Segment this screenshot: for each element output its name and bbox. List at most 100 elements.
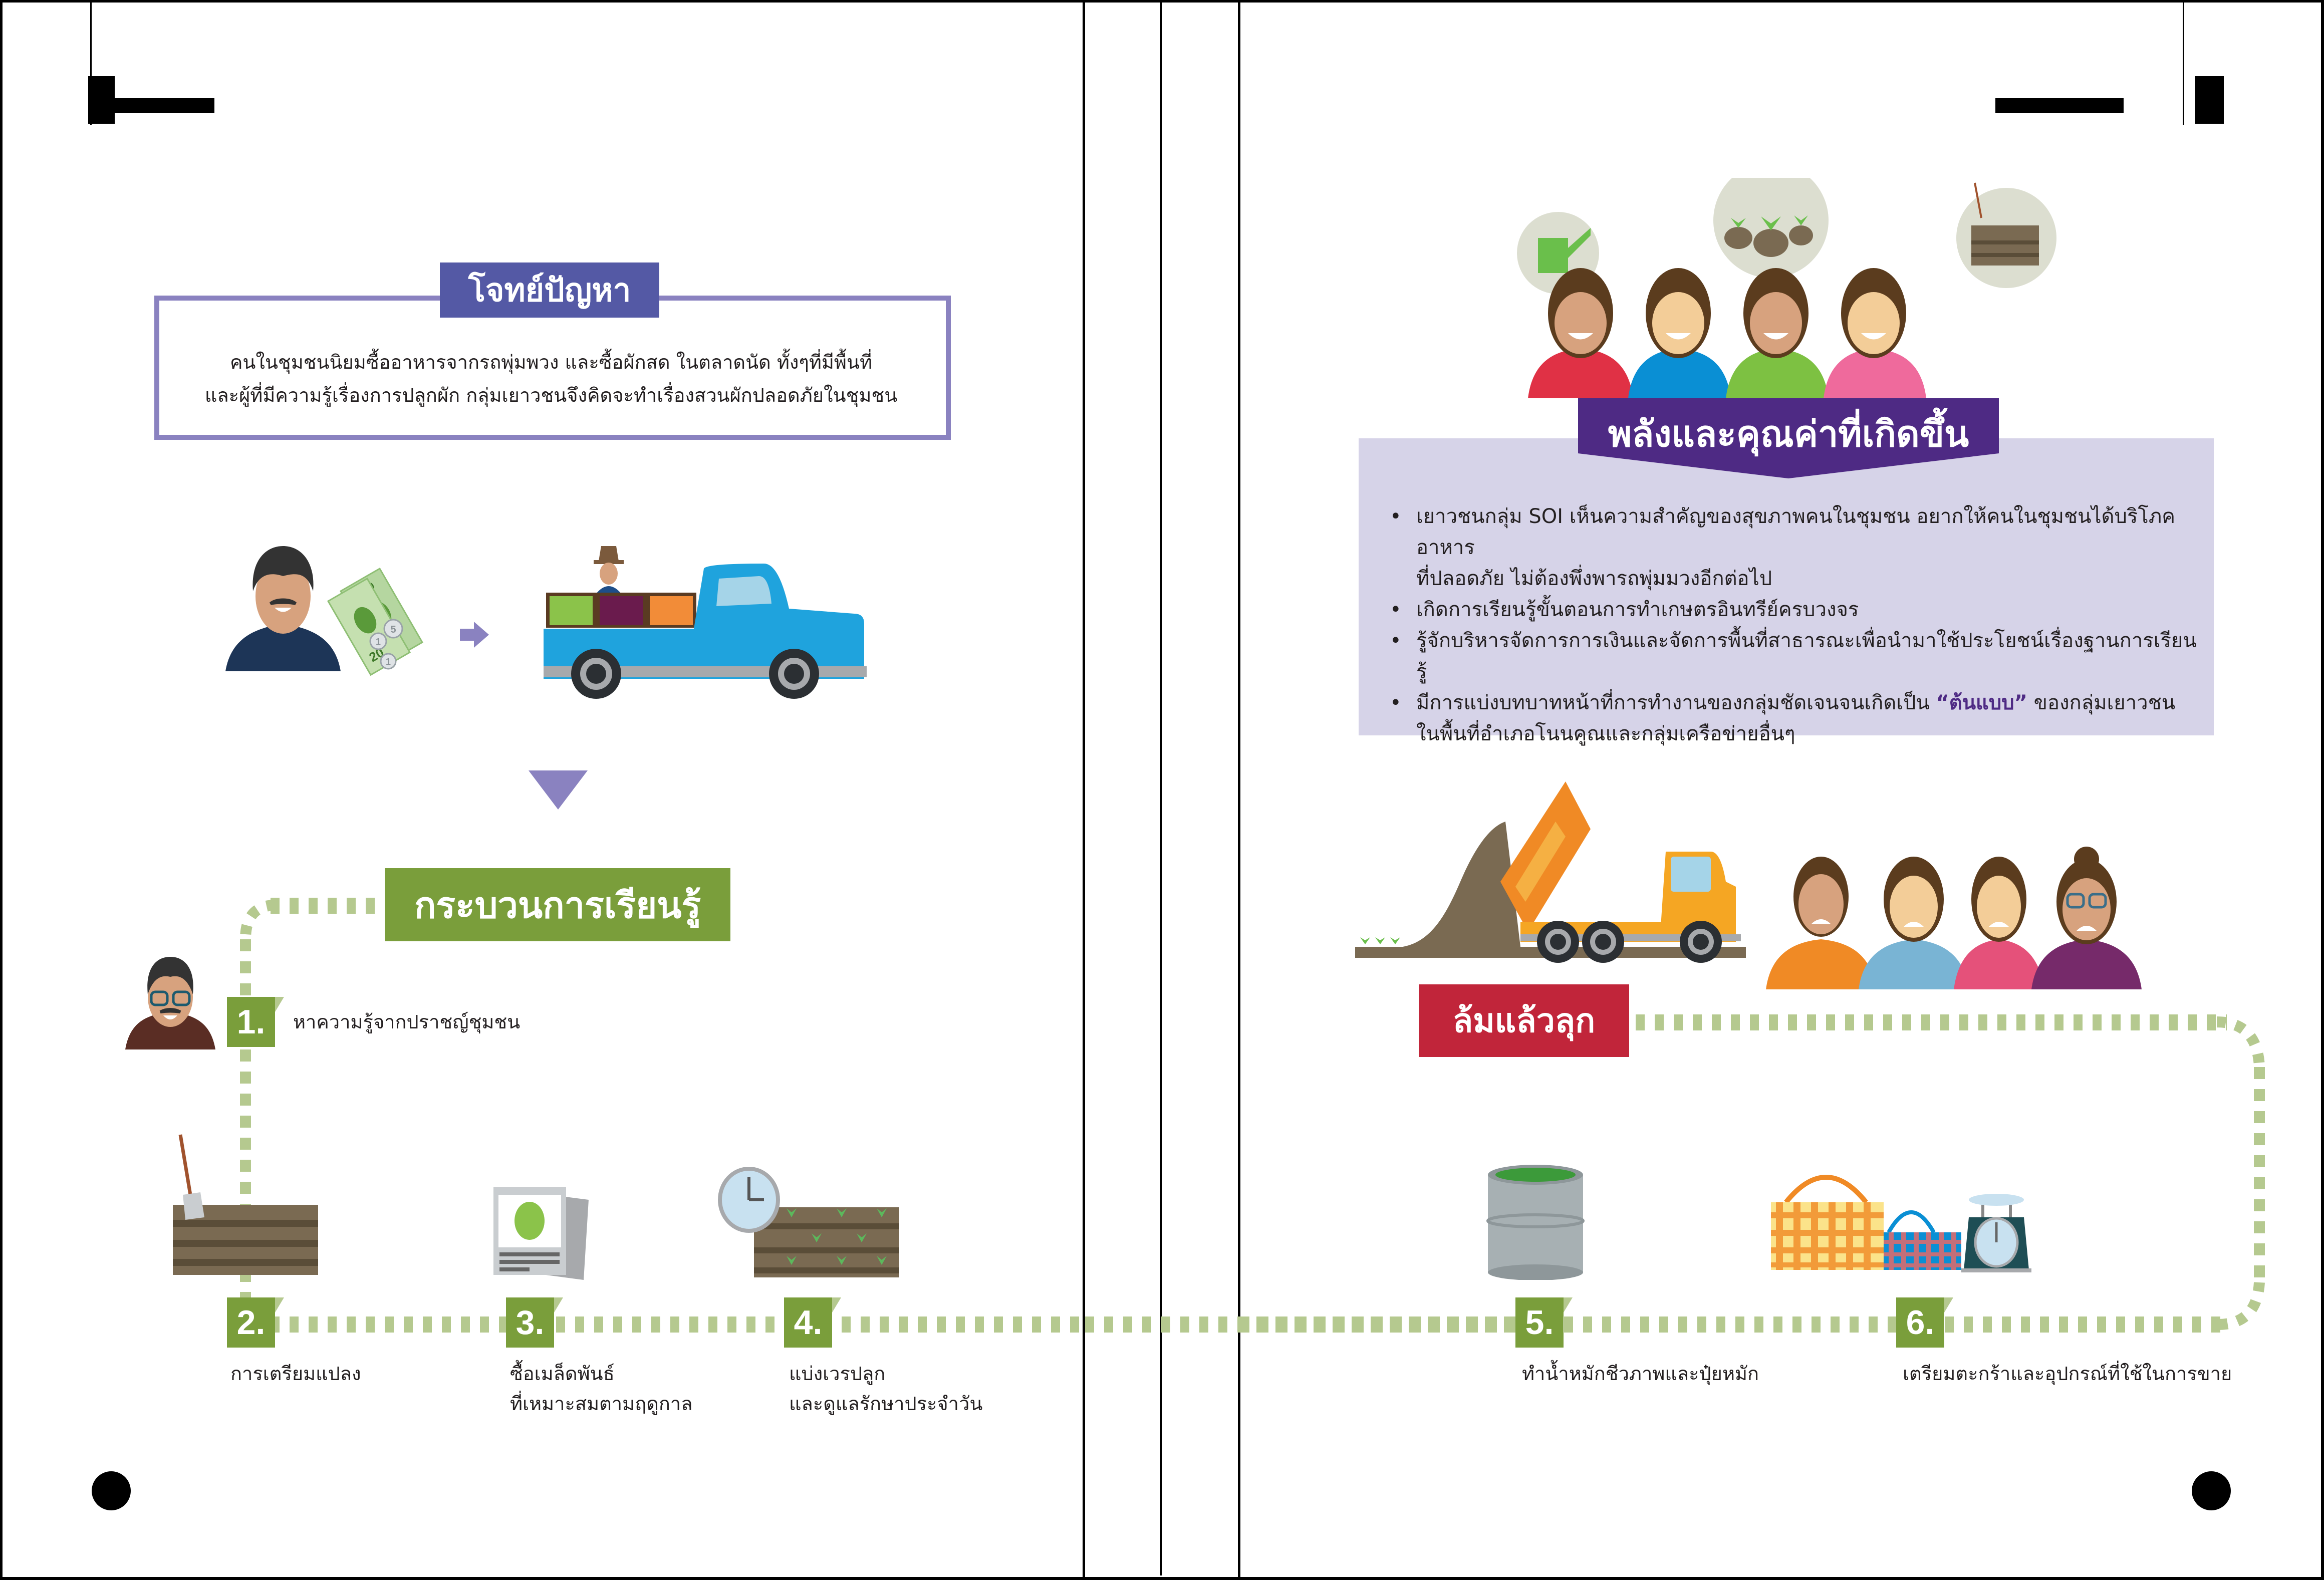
step-badge-6: 6. (1896, 1297, 1953, 1348)
problem-title-text: โจทย์ปัญหา (468, 272, 631, 309)
sad-person-orange (1766, 857, 1876, 989)
value-bullet-3: รู้จักบริหารจัดการการเงินและจัดการพื้นที… (1359, 625, 2205, 687)
man-hair (252, 546, 314, 591)
compost-barrel-icon (1486, 1165, 1585, 1280)
dump-wheel-1 (1537, 921, 1579, 963)
happy-team-illustration (1517, 178, 2056, 398)
person-green (1726, 268, 1829, 398)
farmer-icon (594, 546, 624, 594)
person-pink (1824, 268, 1926, 398)
learning-title-text: กระบวนการเรียนรู้ (414, 884, 701, 926)
garden-bed-shovel-icon (173, 1134, 318, 1275)
wheel-rear (571, 649, 621, 699)
coin-icon-1b: 1 (380, 653, 397, 670)
registration-dot-left (92, 1471, 131, 1510)
step-label-6: เตรียมตะกร้าและอุปกรณ์ที่ใช้ในการขาย (1903, 1363, 2232, 1385)
seedlings (1360, 937, 1400, 944)
value-title: พลังและคุณค่าที่เกิดขึ้น (1578, 403, 1999, 463)
learning-path-top (271, 898, 381, 914)
dump-wheel-2 (1582, 921, 1624, 963)
page-border-bottom (0, 1577, 2324, 1580)
seed-packet-icon (493, 1187, 589, 1280)
man-with-money-illustration: 100 20 5 1 1 (225, 546, 423, 676)
sad-person-blue (1859, 857, 1969, 989)
step-label-2: การเตรียมแปลง (230, 1363, 361, 1385)
step-label-5: ทำน้ำหมักชีวภาพและปุ๋ยหมัก (1522, 1363, 1759, 1385)
dump-wheel-3 (1680, 921, 1722, 963)
value-bullet-4: มีการแบ่งบทบาทหน้าที่การทำงานของกลุ่มชัด… (1359, 687, 2205, 749)
basket-scale-icon (1771, 1175, 2031, 1272)
step-badge-1: 1. (227, 997, 284, 1047)
problem-text-line-2: และผู้ที่มีความรู้เรื่องการปลูกผัก กลุ่ม… (204, 384, 898, 406)
page-border-right (2321, 0, 2324, 1580)
value-title-text: พลังและคุณค่าที่เกิดขึ้น (1608, 412, 1969, 455)
clock-seedlings-icon (718, 1167, 899, 1277)
value-bullet-list: เยาวชนกลุ่ม SOI เห็นความสำคัญของสุขภาพคน… (1359, 501, 2205, 749)
truck-body (544, 564, 864, 679)
step-label-1: หาความรู้จากปราชญ์ชุมชน (293, 1011, 521, 1033)
crop-mark-block-right (2195, 76, 2224, 124)
step-number-6: 6. (1906, 1303, 1935, 1342)
step-badge-5: 5. (1515, 1297, 1573, 1348)
wheel-front (769, 649, 819, 699)
pickup-truck-illustration (544, 546, 867, 699)
step-label-4: แบ่งเวรปลูก และดูแลรักษาประจำวัน (789, 1363, 983, 1415)
down-triangle-icon (529, 770, 588, 810)
step-number-2: 2. (236, 1303, 266, 1342)
dump-window (1671, 857, 1711, 892)
person-red (1528, 268, 1633, 398)
step-badge-4: 4. (784, 1297, 841, 1348)
recovery-path-top (1636, 1014, 2227, 1030)
soil-pile (1403, 822, 1520, 947)
recovery-path-vertical (2254, 1067, 2265, 1282)
step-number-3: 3. (515, 1303, 545, 1342)
recovery-path-bottom (1240, 1316, 2222, 1333)
thought-bubble-garden-bed (1956, 182, 2056, 288)
right-arrow-icon (460, 622, 489, 648)
crop-mark-vline-left (90, 0, 92, 125)
person-blue (1628, 268, 1731, 398)
problem-text: คนในชุมชนนิยมซื้ออาหารจากรถพุ่มพวง และซื… (165, 346, 937, 412)
sad-person-pink (1954, 857, 2044, 989)
scale-pan (1969, 1194, 2024, 1206)
value-bullet-1: เยาวชนกลุ่ม SOI เห็นความสำคัญของสุขภาพคน… (1359, 501, 2205, 594)
dump-truck-illustration (1355, 781, 1746, 963)
sad-person-purple (2031, 847, 2142, 989)
problem-title: โจทย์ปัญหา (440, 262, 659, 318)
problem-box (154, 296, 951, 440)
recovery-path-curve-top (2216, 1016, 2265, 1067)
crop-mark-bar-right (1995, 98, 2124, 113)
thought-bubble-seedlings (1713, 178, 1829, 278)
spine-line-left (1083, 0, 1085, 1580)
man-shirt (225, 626, 341, 671)
learning-path-horizontal (271, 1316, 1082, 1333)
crop-mark-bar-left (96, 98, 214, 113)
step-badge-3: 3. (506, 1297, 563, 1348)
step-number-1: 1. (236, 1003, 266, 1041)
value-bullet-4-after: ของกลุ่มเยาวชน ในพื้นที่อำเภอโนนคูณและกล… (1416, 691, 2176, 745)
man-smile (275, 608, 292, 612)
spine-line-right (1238, 0, 1240, 1580)
coin-icon-1a: 1 (369, 632, 387, 650)
crop-mark-vline-right (2183, 0, 2184, 125)
coin-label-5: 5 (390, 624, 396, 635)
truck-window (716, 576, 771, 606)
problem-text-line-1: คนในชุมชนนิยมซื้ออาหารจากรถพุ่มพวง และซื… (230, 351, 872, 373)
step-badge-2: 2. (227, 1297, 284, 1348)
spine-line-center (1160, 0, 1162, 1575)
coin-icon-5: 5 (383, 619, 403, 639)
recovery-path-curve-bottom (2216, 1282, 2265, 1331)
step-number-5: 5. (1525, 1303, 1554, 1342)
step-label-3: ซื้อเมล็ดพันธ์ ที่เหมาะสมตามฤดูกาล (510, 1363, 693, 1415)
coin-label-1a: 1 (376, 637, 381, 647)
learning-title: กระบวนการเรียนรู้ (385, 868, 730, 941)
man-mustache (269, 598, 297, 605)
value-bullet-2: เกิดการเรียนรู้ขั้นตอนการทำเกษตรอินทรีย์… (1359, 594, 2205, 625)
page-border-left (0, 0, 3, 1580)
value-bullet-4-before: มีการแบ่งบทบาทหน้าที่การทำงานของกลุ่มชัด… (1416, 691, 1936, 714)
coin-label-1b: 1 (386, 657, 391, 667)
learning-path-curve (240, 900, 276, 940)
man-face (255, 559, 311, 634)
step-number-4: 4. (794, 1303, 823, 1342)
value-bullet-4-highlight: “ต้นแบบ” (1936, 691, 2027, 714)
